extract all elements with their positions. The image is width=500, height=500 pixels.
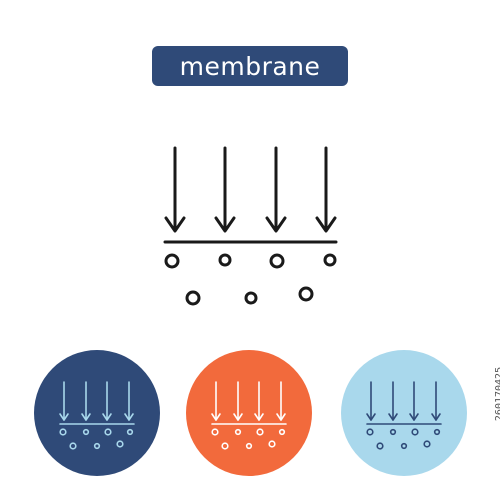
particle-circle xyxy=(244,291,258,305)
membrane-filtration-icon xyxy=(163,146,338,306)
membrane-filtration-icon xyxy=(211,381,287,450)
title-badge: membrane xyxy=(152,46,348,86)
particle-circle xyxy=(298,286,314,302)
navy-circle-variant xyxy=(34,350,160,476)
particle-circle xyxy=(269,253,285,269)
arrow-down-icon xyxy=(164,146,186,233)
title-label: membrane xyxy=(179,51,321,81)
orange-circle-variant xyxy=(186,350,312,476)
membrane-filtration-icon xyxy=(59,381,135,450)
membrane-filtration-icon xyxy=(366,381,442,450)
light-blue-circle-variant xyxy=(341,350,467,476)
particle-circle xyxy=(218,253,232,267)
arrow-down-icon xyxy=(265,146,287,233)
arrow-down-icon xyxy=(214,146,236,233)
arrow-down-icon xyxy=(315,146,337,233)
particle-circle xyxy=(323,253,337,267)
particle-circle xyxy=(185,290,201,306)
particle-circle xyxy=(164,253,180,269)
stock-id-label: 260170425 xyxy=(494,366,500,422)
